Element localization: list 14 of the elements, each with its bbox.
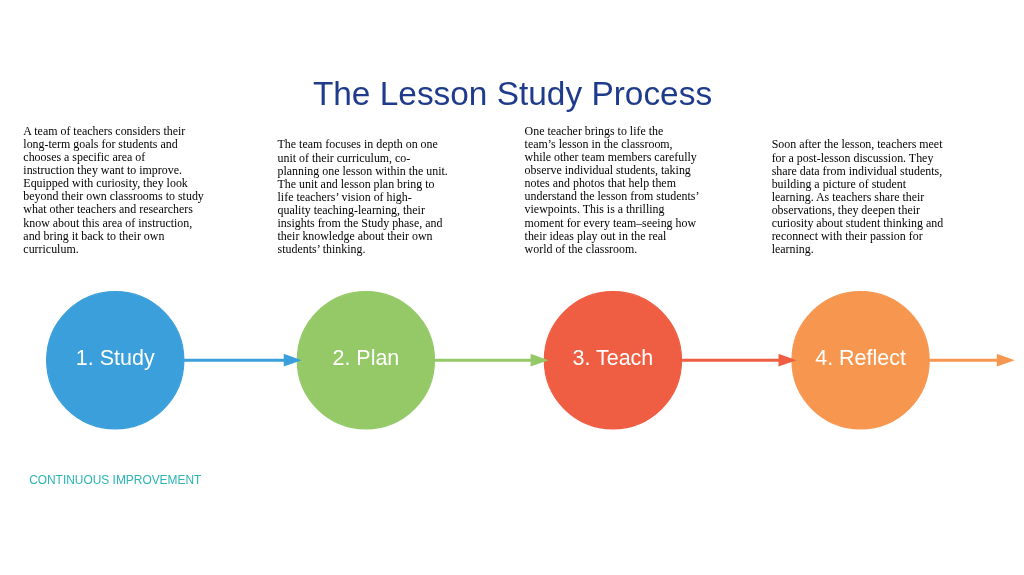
node-label: A team of teachers considers their long-term goals for students and chooses a specific area of instruction they want to improve. Equipped with curiosity, they look beyond their own classrooms to study what other teachers and researchers know about this area of instruction, and bring it back to their own curriculum. <box>22 123 204 256</box>
arrow <box>434 353 549 366</box>
node-circle: 1. Study <box>45 290 184 429</box>
node-label: One teacher brings to life the team’s lesson in the classroom, while other team members carefully observe individual students, taking notes and photos that help them understand the lesson from students’ viewpoints. This is a thrilling moment for every team–seeing how their ideas play out in the real world of the classroom. <box>524 123 699 256</box>
node-label: The team focuses in depth on one unit of their curriculum, co-planning one lesson within the unit. The unit and lesson plan bring to life teachers’ vision of high-quality teaching-learning, their insights from the Study phase, and their knowledge about their own students’ thinking. <box>277 136 448 256</box>
diagram-title: The Lesson Study Process <box>312 74 712 112</box>
node-circle: 4. Reflect <box>790 290 930 429</box>
node-circle: 3. Teach <box>543 290 682 429</box>
label: CONTINUOUS IMPROVEMENT <box>28 472 201 487</box>
node-circle: 2. Plan <box>296 290 435 429</box>
node-label: Soon after the lesson, teachers meet for a post-lesson discussion. They share data from individual students, building a picture of student learning. As teachers share their observations, they deepen their curiosity about student thinking and reconnect with their passion for learning. <box>771 136 943 256</box>
arrow <box>929 353 1015 366</box>
arrow <box>183 353 302 366</box>
arrow <box>681 353 796 366</box>
